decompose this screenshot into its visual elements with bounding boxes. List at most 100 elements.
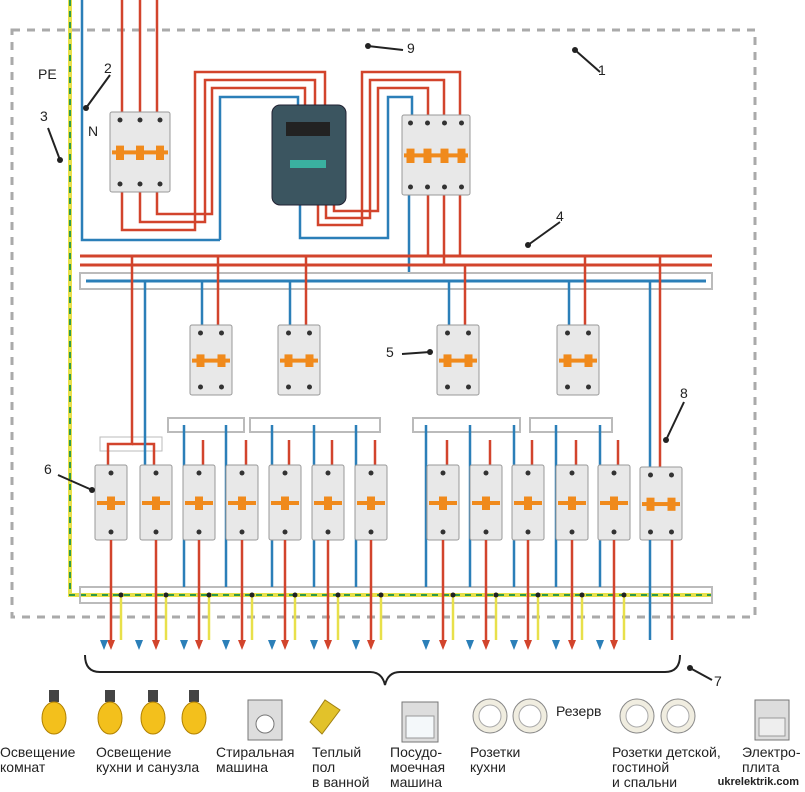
phase-wire [120, 70, 327, 232]
terminal-screw [565, 330, 570, 336]
bulb-glass [97, 701, 123, 735]
handle-bar [472, 501, 500, 505]
arrow-head-icon [525, 242, 531, 248]
callout-7: 7 [714, 673, 722, 689]
handle-bar [514, 501, 542, 505]
socket-face [518, 704, 542, 728]
meter-body [271, 104, 347, 206]
terminal-screw [466, 330, 471, 336]
terminal-screw [442, 184, 447, 190]
terminal-screw [648, 472, 653, 478]
terminal-screw [157, 181, 163, 187]
meter-label [290, 160, 326, 168]
bus-connection-dot [292, 592, 298, 598]
phase-wire [132, 442, 156, 465]
terminal-screw [286, 330, 291, 336]
neutral-wire [80, 0, 220, 242]
neutral-wire [298, 95, 414, 240]
terminal-screw [408, 120, 413, 126]
rcd-group [277, 324, 321, 396]
callout-3: 3 [40, 108, 48, 124]
light-bulb-icon [97, 690, 123, 735]
terminal-screw [219, 330, 224, 336]
bus-connection-dot [450, 592, 456, 598]
group-brace [84, 654, 681, 686]
busbar-box [529, 417, 613, 433]
terminal-screw [525, 529, 531, 535]
handle-bar [600, 501, 628, 505]
callout-2: 2 [104, 60, 112, 76]
arrow-icon [100, 640, 108, 650]
terminal-screw [408, 184, 413, 190]
reserve-label: Резерв [556, 703, 602, 719]
consumer-label: Освещение кухни и санузла [96, 744, 200, 775]
terminal-screw [137, 181, 143, 187]
busbar-box [412, 417, 521, 433]
terminal-screw [239, 470, 245, 476]
callout-4: 4 [556, 208, 564, 224]
watermark: ukrelektrik.com [717, 776, 799, 788]
callout-6: 6 [44, 461, 52, 477]
rcd-group [436, 324, 480, 396]
bus-connection-dot [163, 592, 169, 598]
arrow-head-icon [663, 437, 669, 443]
pe-bus-insulator [79, 586, 713, 604]
arrow-icon [596, 640, 604, 650]
terminal-screw [368, 529, 374, 535]
terminal-screw [196, 470, 202, 476]
callout-arrow [47, 127, 61, 161]
terminal-screw [157, 117, 163, 123]
consumer-label: Посудо- моечная машина [390, 744, 446, 790]
arrow-icon [180, 640, 188, 650]
arrow-icon [324, 640, 332, 650]
handle-bar [271, 501, 299, 505]
terminal-screw [196, 529, 202, 535]
bulb-glass [140, 701, 166, 735]
arrow-icon [222, 640, 230, 650]
consumer-label: Теплый пол в ванной [312, 744, 370, 790]
terminal-screw [442, 120, 447, 126]
arrow-icon [367, 640, 375, 650]
light-bulb-icon [181, 690, 207, 735]
bulb-base [189, 690, 199, 702]
circuit-breaker [182, 464, 216, 541]
bus-connection-dot [493, 592, 499, 598]
handle-bar [404, 153, 468, 158]
circuit-breaker [426, 464, 460, 541]
bus-connection-dot [249, 592, 255, 598]
bus-connection-dot [335, 592, 341, 598]
phase-wire [138, 78, 317, 224]
dishwasher-icon [401, 701, 439, 743]
terminal-screw [459, 120, 464, 126]
terminal-screw [466, 384, 471, 390]
arrow-head-icon [687, 665, 693, 671]
consumer-label: Стиральная машина [216, 744, 295, 775]
terminal-screw [198, 384, 203, 390]
terminal-screw [153, 529, 159, 535]
terminal-screw [368, 470, 374, 476]
bus-connection-dot [579, 592, 585, 598]
terminal-screw [282, 529, 288, 535]
stove-breaker [639, 466, 683, 541]
callout-5: 5 [386, 344, 394, 360]
arrow-icon [268, 640, 276, 650]
arrow-icon [281, 640, 289, 650]
terminal-screw [137, 117, 143, 123]
consumer-label: Электро- плита [742, 744, 801, 775]
circuit-breaker [469, 464, 503, 541]
bus-connection-dot [378, 592, 384, 598]
arrow-head-icon [57, 157, 63, 163]
terminal-screw [282, 470, 288, 476]
arrow-icon [466, 640, 474, 650]
terminal-screw [445, 384, 450, 390]
handle-bar [192, 358, 230, 363]
callout-arrow [57, 474, 93, 491]
callout-9: 9 [407, 40, 415, 56]
arrow-icon [310, 640, 318, 650]
callout-arrow [689, 667, 713, 681]
terminal-screw [440, 470, 446, 476]
circuit-breaker [597, 464, 631, 541]
circuit-breaker [268, 464, 302, 541]
terminal-screw [648, 529, 653, 535]
